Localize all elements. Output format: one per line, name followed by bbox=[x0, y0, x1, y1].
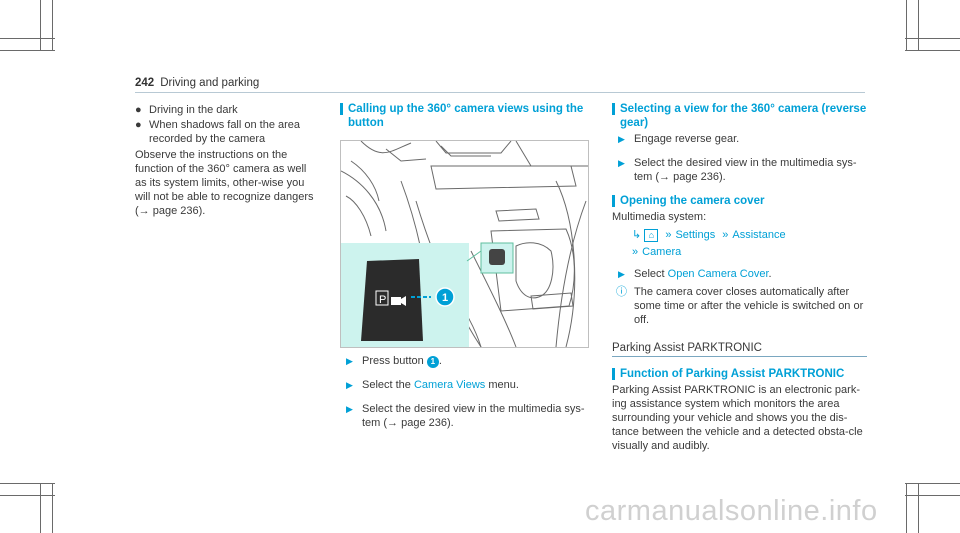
crop-mark bbox=[905, 495, 960, 496]
camera-views-link[interactable]: Camera Views bbox=[413, 379, 486, 391]
bullet-item: ●When shadows fall on the area recorded … bbox=[135, 119, 301, 145]
return-arrow-icon: ↳ bbox=[632, 229, 642, 241]
crop-mark bbox=[40, 0, 41, 50]
menu-settings[interactable]: Settings bbox=[675, 229, 716, 241]
step: ▶Select the desired view in the multimed… bbox=[346, 403, 585, 429]
crop-mark bbox=[918, 483, 919, 533]
menu-camera[interactable]: Camera bbox=[642, 246, 682, 258]
console-drawing: P 1 bbox=[341, 141, 588, 347]
console-illustration: P 1 bbox=[340, 140, 589, 348]
crop-mark bbox=[0, 495, 55, 496]
chevron-right-icon: » bbox=[632, 246, 639, 258]
step: ▶Engage reverse gear. bbox=[618, 133, 740, 145]
crop-mark bbox=[905, 483, 960, 484]
crop-mark bbox=[0, 483, 55, 484]
menu-path: ↳ ⌂ »Settings »Assistance »Camera bbox=[612, 227, 867, 261]
step: ▶Select Open Camera Cover. bbox=[618, 268, 772, 280]
watermark: carmanualsonline.info bbox=[585, 495, 878, 527]
svg-text:P: P bbox=[379, 294, 386, 306]
home-icon[interactable]: ⌂ bbox=[644, 229, 659, 242]
step: ▶Select the Camera Views menu. bbox=[346, 379, 519, 391]
crop-mark bbox=[906, 0, 907, 50]
callout-number: 1 bbox=[442, 292, 448, 304]
column-2-steps: ▶Press button 1. ▶Select the Camera View… bbox=[340, 354, 590, 434]
crop-mark bbox=[52, 483, 53, 533]
page-number: 242 bbox=[135, 77, 155, 89]
chevron-right-icon: » bbox=[665, 229, 672, 241]
crop-mark bbox=[52, 0, 53, 50]
column-1: ●Driving in the dark ●When shadows fall … bbox=[135, 102, 315, 220]
section-heading: Selecting a view for the 360° camera (re… bbox=[612, 102, 867, 130]
crop-mark bbox=[0, 38, 55, 39]
section-title: Driving and parking bbox=[160, 77, 260, 89]
subsection-title: Parking Assist PARKTRONIC bbox=[612, 341, 867, 357]
header-rule bbox=[135, 92, 865, 93]
crop-mark bbox=[905, 50, 960, 51]
step: ▶Press button 1. bbox=[346, 355, 442, 368]
column-3: Selecting a view for the 360° camera (re… bbox=[612, 102, 867, 455]
open-camera-cover-link[interactable]: Open Camera Cover bbox=[667, 268, 769, 280]
paragraph: Observe the instructions on the function… bbox=[135, 149, 314, 217]
page-header: 242 Driving and parking bbox=[135, 77, 259, 89]
crop-mark bbox=[918, 0, 919, 50]
crop-mark bbox=[906, 483, 907, 533]
crop-mark bbox=[40, 483, 41, 533]
menu-assistance[interactable]: Assistance bbox=[732, 229, 786, 241]
column-2: Calling up the 360° camera views using t… bbox=[340, 102, 590, 132]
section-heading: Calling up the 360° camera views using t… bbox=[340, 102, 590, 130]
bullet-item: ●Driving in the dark bbox=[135, 104, 238, 116]
crop-mark bbox=[0, 50, 55, 51]
step: ▶Select the desired view in the multimed… bbox=[618, 157, 857, 183]
section-heading: Function of Parking Assist PARKTRONIC bbox=[612, 367, 867, 381]
paragraph: Parking Assist PARKTRONIC is an electron… bbox=[612, 384, 863, 452]
callout-badge: 1 bbox=[426, 356, 439, 368]
chevron-right-icon: » bbox=[722, 229, 729, 241]
menu-intro: Multimedia system: bbox=[612, 211, 707, 223]
info-icon: ⓘ bbox=[616, 286, 627, 298]
section-heading: Opening the camera cover bbox=[612, 194, 867, 208]
crop-mark bbox=[905, 38, 960, 39]
